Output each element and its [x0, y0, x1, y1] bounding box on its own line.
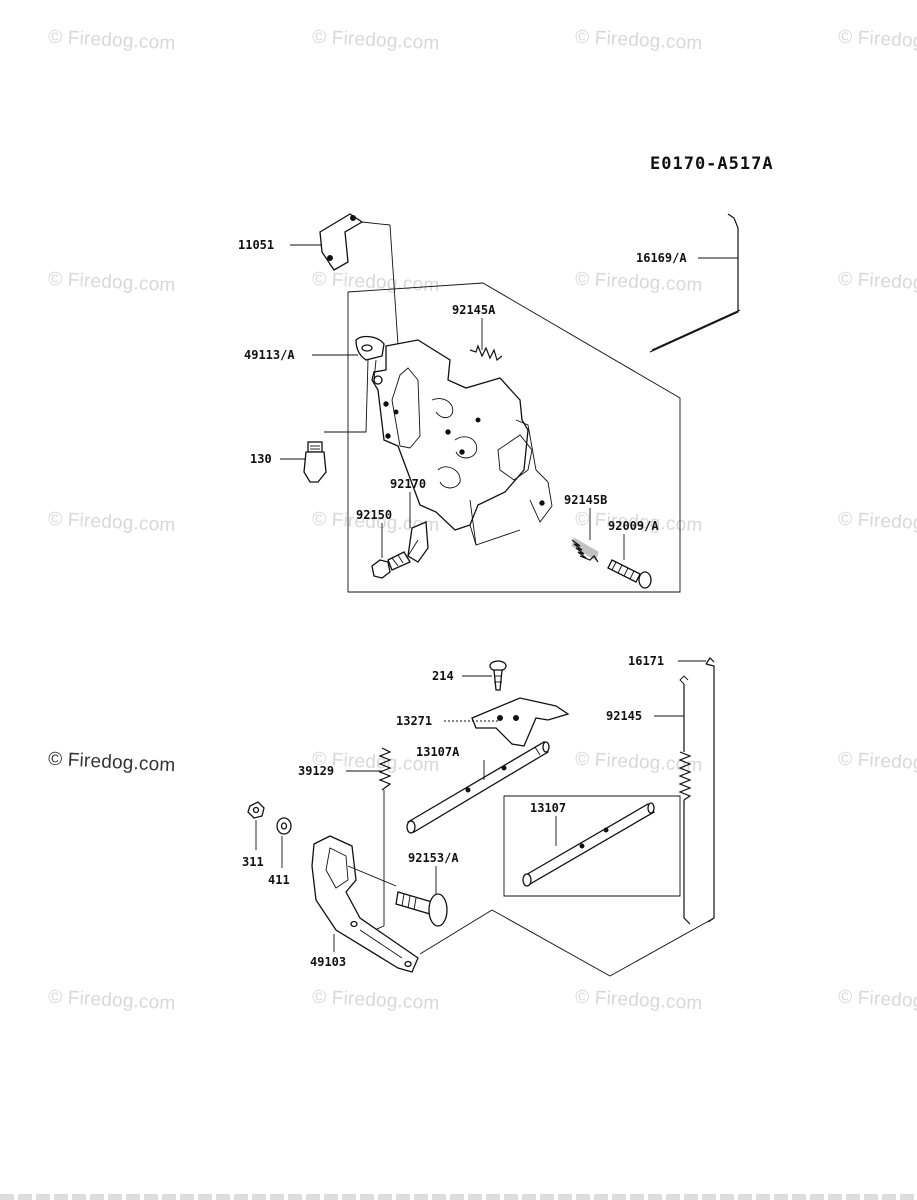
lever-49103 — [311, 835, 419, 973]
label-13107a: 13107A — [416, 745, 460, 759]
label-92145: 92145 — [606, 709, 642, 723]
bolt-130 — [303, 441, 327, 483]
label-92145b: 92145B — [564, 493, 607, 507]
diagram-code: E0170-A517A — [650, 154, 774, 174]
label-92145a: 92145A — [452, 303, 496, 317]
spring-92145b — [571, 537, 599, 563]
bolt-92150 — [371, 551, 411, 579]
bracket-92170 — [407, 521, 429, 563]
group-boundary-upper — [347, 282, 681, 593]
label-92153a: 92153/A — [408, 851, 459, 865]
scan-edge — [0, 1194, 917, 1200]
bolt-214 — [489, 660, 507, 691]
lever-49113a — [324, 335, 385, 433]
label-130: 130 — [250, 452, 272, 466]
plate-13271 — [471, 697, 570, 747]
label-92150: 92150 — [356, 508, 392, 522]
control-plate — [371, 339, 553, 546]
shaft-13107a — [406, 741, 550, 834]
label-214: 214 — [432, 669, 454, 683]
rod-16169a — [649, 213, 741, 353]
washer-411 — [276, 817, 292, 835]
pin-92153a — [395, 891, 448, 927]
screw-92009a — [607, 559, 652, 589]
spring-39129 — [359, 747, 392, 937]
label-49113a: 49113/A — [244, 348, 295, 362]
label-16169a: 16169/A — [636, 251, 687, 265]
nut-311 — [247, 801, 265, 819]
rod-16171 — [705, 657, 715, 923]
leader-lines — [255, 244, 738, 952]
spring-92145a — [469, 344, 503, 362]
inset-13107 — [503, 795, 681, 897]
label-92009a: 92009/A — [608, 519, 659, 533]
label-16171: 16171 — [628, 654, 664, 668]
label-39129: 39129 — [298, 764, 334, 778]
label-411: 411 — [268, 873, 290, 887]
group-boundary-lower — [419, 909, 715, 977]
spring-92145 — [678, 675, 692, 925]
label-49103: 49103 — [310, 955, 346, 969]
label-13271: 13271 — [396, 714, 432, 728]
label-92170: 92170 — [390, 477, 426, 491]
label-11051: 11051 — [238, 238, 274, 252]
label-311: 311 — [242, 855, 264, 869]
label-13107: 13107 — [530, 801, 566, 815]
